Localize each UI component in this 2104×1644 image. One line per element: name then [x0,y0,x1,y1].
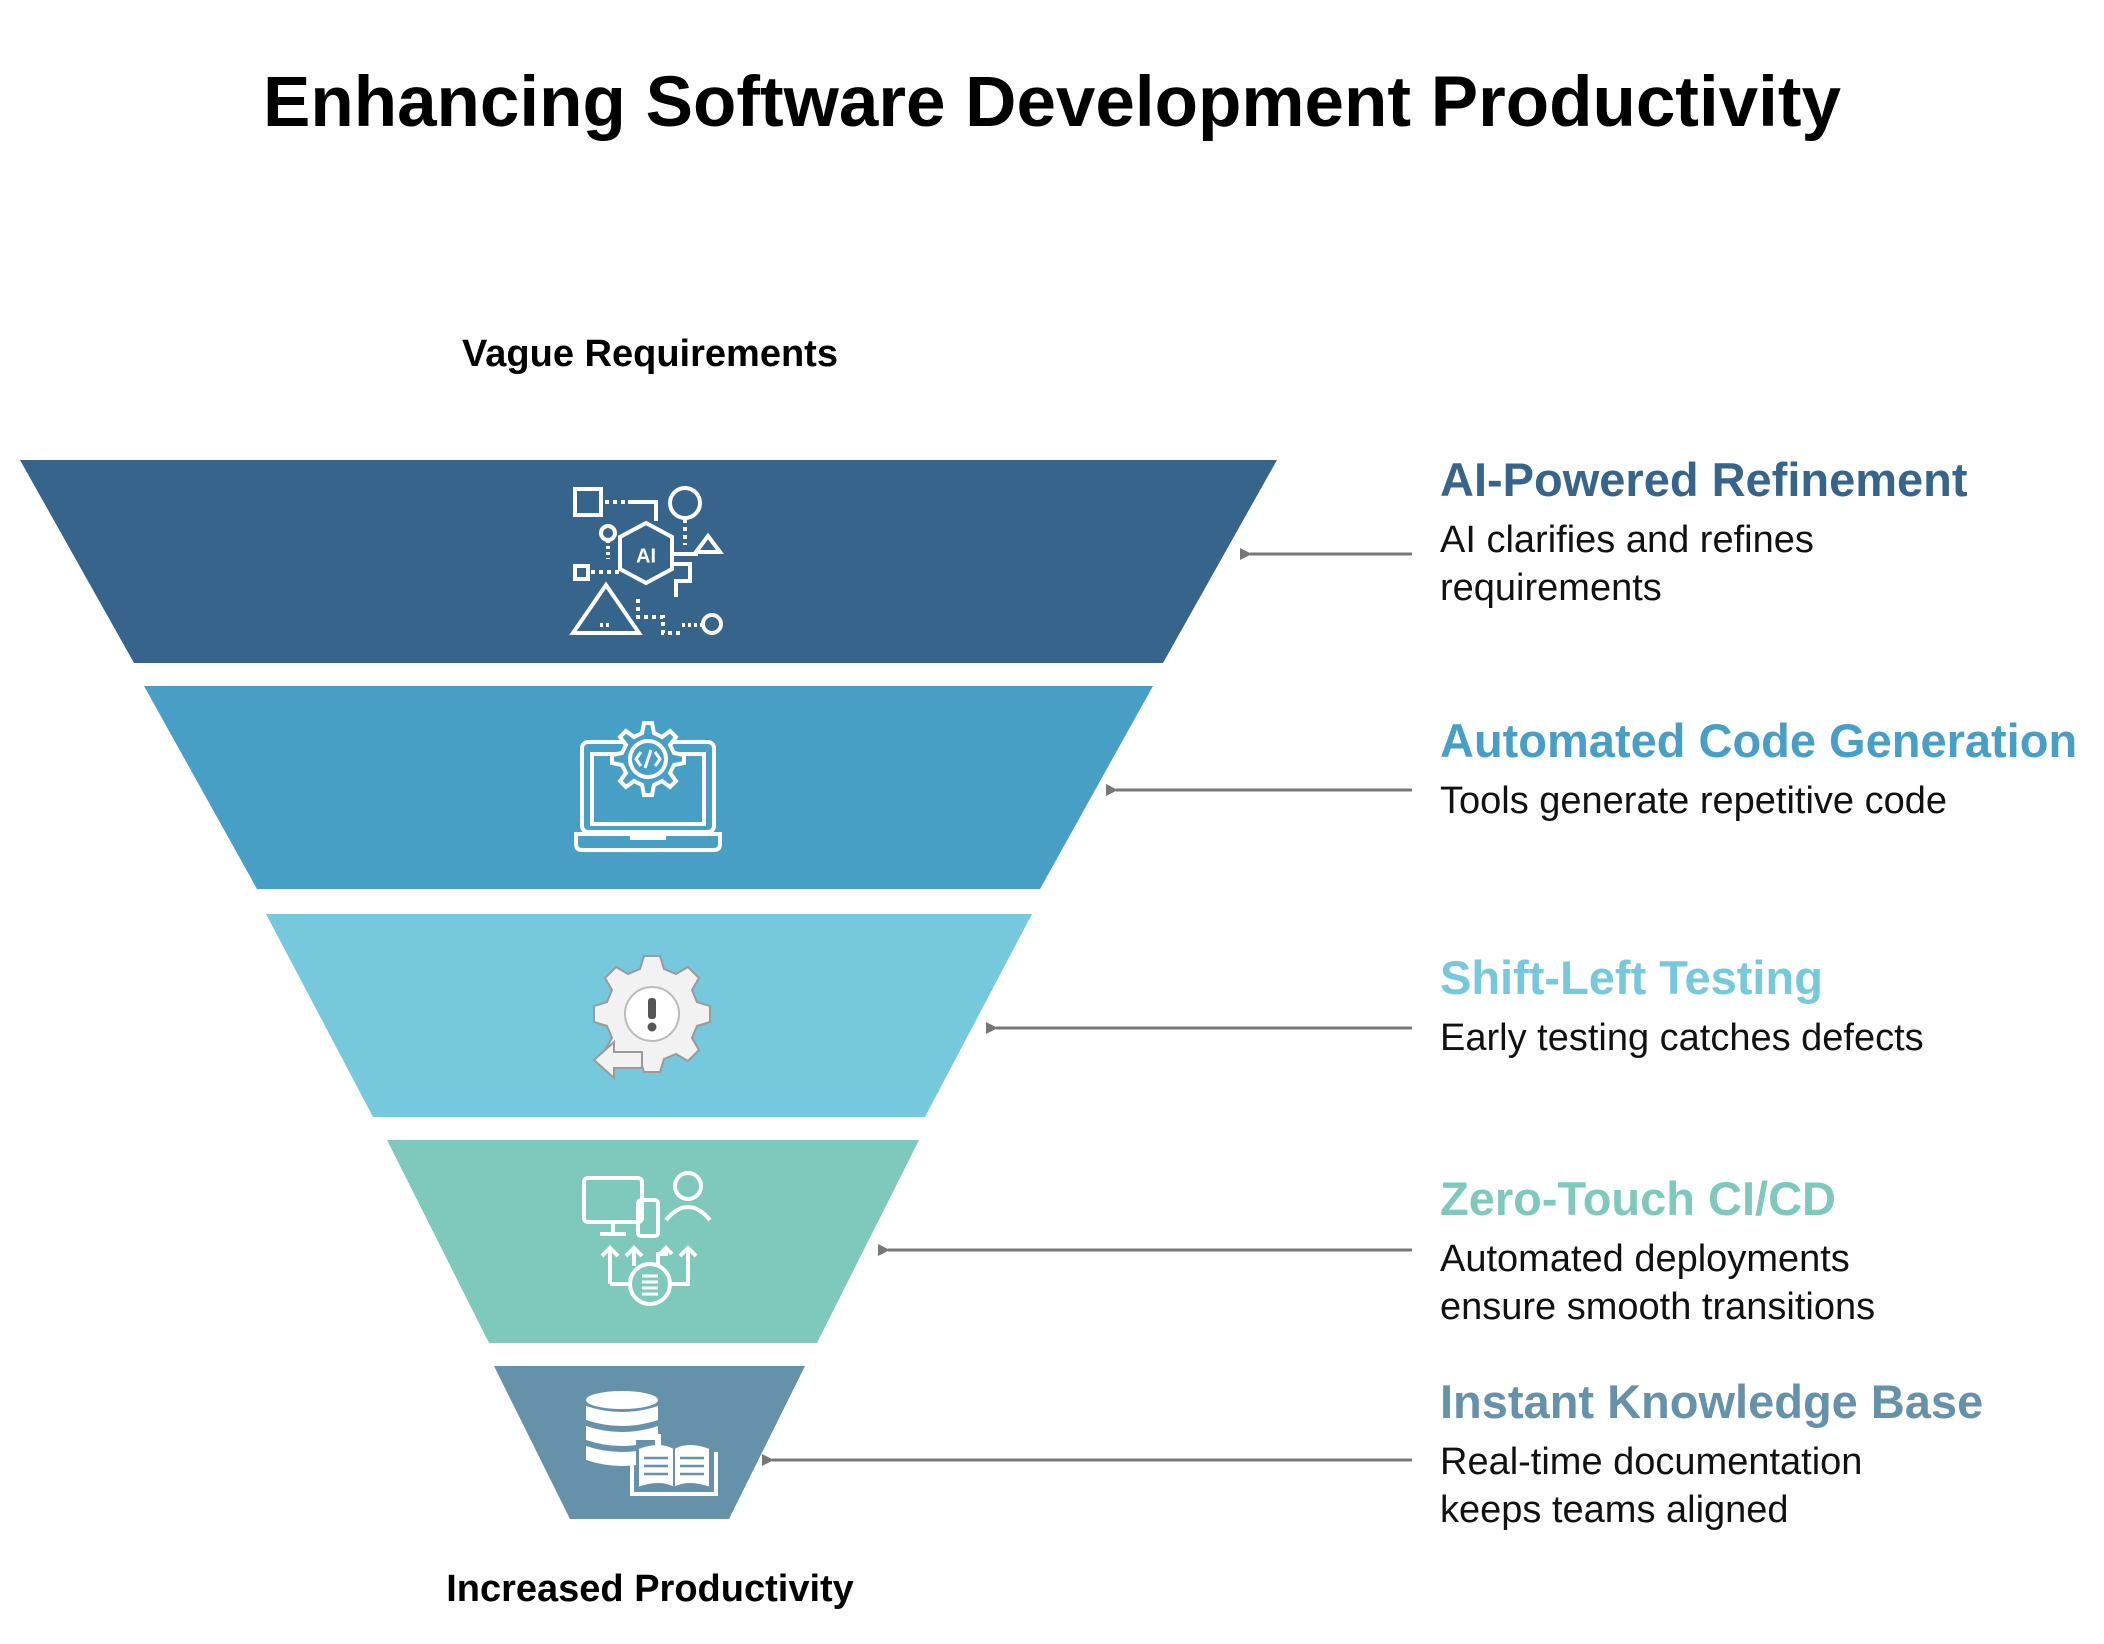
stage-description: Real-time documentation keeps teams alig… [1440,1441,1863,1531]
stage-label-2: Automated Code Generation Tools generate… [1440,713,2090,825]
stage-description: Automated deployments ensure smooth tran… [1440,1238,1876,1328]
deployment-devices-icon [582,1171,712,1306]
connector-arrows [762,548,1412,1466]
stage-label-1: AI-Powered Refinement AI clarifies and r… [1440,452,2090,612]
funnel-layer-ci-cd [387,1140,919,1343]
gear-alert-arrow-icon [592,955,711,1081]
stage-title: Automated Code Generation [1440,714,2078,767]
stage-title: Instant Knowledge Base [1440,1375,1984,1428]
stage-title: AI-Powered Refinement [1440,453,1968,506]
stage-title: Shift-Left Testing [1440,951,1823,1004]
stage-description: AI clarifies and refines requirements [1440,519,1814,609]
funnel-stage-4 [387,1140,919,1343]
stage-description: Early testing catches defects [1440,1017,1924,1059]
funnel-bottom-label: Increased Productivity [446,1568,854,1610]
stage-label-5: Instant Knowledge Base Real-time documen… [1440,1374,2090,1534]
stage-title: Zero-Touch CI/CD [1440,1172,1836,1225]
funnel-stage-1: AI [20,460,1277,663]
stage-description: Tools generate repetitive code [1440,780,1947,822]
svg-text:AI: AI [636,545,656,567]
stage-label-4: Zero-Touch CI/CD Automated deployments e… [1440,1171,2090,1331]
funnel-stage-3 [266,914,1032,1117]
stage-label-3: Shift-Left Testing Early testing catches… [1440,950,2090,1062]
funnel-stage-2 [144,686,1153,889]
funnel-stage-5 [494,1366,805,1519]
laptop-code-gear-icon [574,721,722,852]
page-title: Enhancing Software Development Productiv… [262,63,1842,142]
database-book-icon [586,1391,718,1496]
funnel-layer-ai-refinement [20,460,1277,663]
ai-network-icon: AI [569,486,724,635]
funnel-top-label: Vague Requirements [462,333,838,375]
